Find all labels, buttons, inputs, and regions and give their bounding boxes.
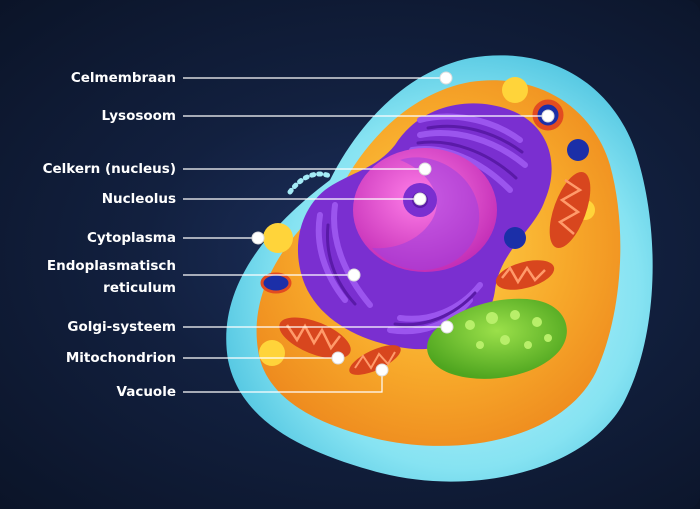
label-celmembraan: Celmembraan <box>70 70 176 86</box>
mitochondrion <box>349 345 401 375</box>
vacuole-blob <box>502 77 528 103</box>
marker-dots <box>251 71 555 377</box>
lysosome <box>567 139 589 161</box>
er-folds-dark <box>325 124 524 327</box>
label-celkern: Celkern (nucleus) <box>42 161 176 177</box>
vacuole-blob <box>259 340 285 366</box>
membrane-protrusion <box>287 171 333 195</box>
golgi-apparatus <box>427 298 567 379</box>
label-golgi: Golgi-systeem <box>67 319 176 335</box>
label-cytoplasma: Cytoplasma <box>86 230 176 246</box>
lysosome <box>504 227 526 249</box>
label-nucleolus: Nucleolus <box>101 191 176 207</box>
vacuole-blob <box>263 223 293 253</box>
leader-lines <box>183 77 548 393</box>
mitochondrion <box>549 172 591 248</box>
golgi-vesicles <box>465 310 552 349</box>
lysosome <box>260 272 292 294</box>
mitochondrion <box>495 260 555 290</box>
label-vacuole: Vacuole <box>116 384 177 400</box>
label-er-line2: reticulum <box>103 280 176 296</box>
mitochondrion <box>279 317 351 359</box>
label-mitochondrion: Mitochondrion <box>65 350 176 366</box>
nucleus-cutaway <box>372 157 480 271</box>
label-er-line1: Endoplasmatisch <box>46 258 176 274</box>
label-lysosoom: Lysosoom <box>101 108 176 124</box>
